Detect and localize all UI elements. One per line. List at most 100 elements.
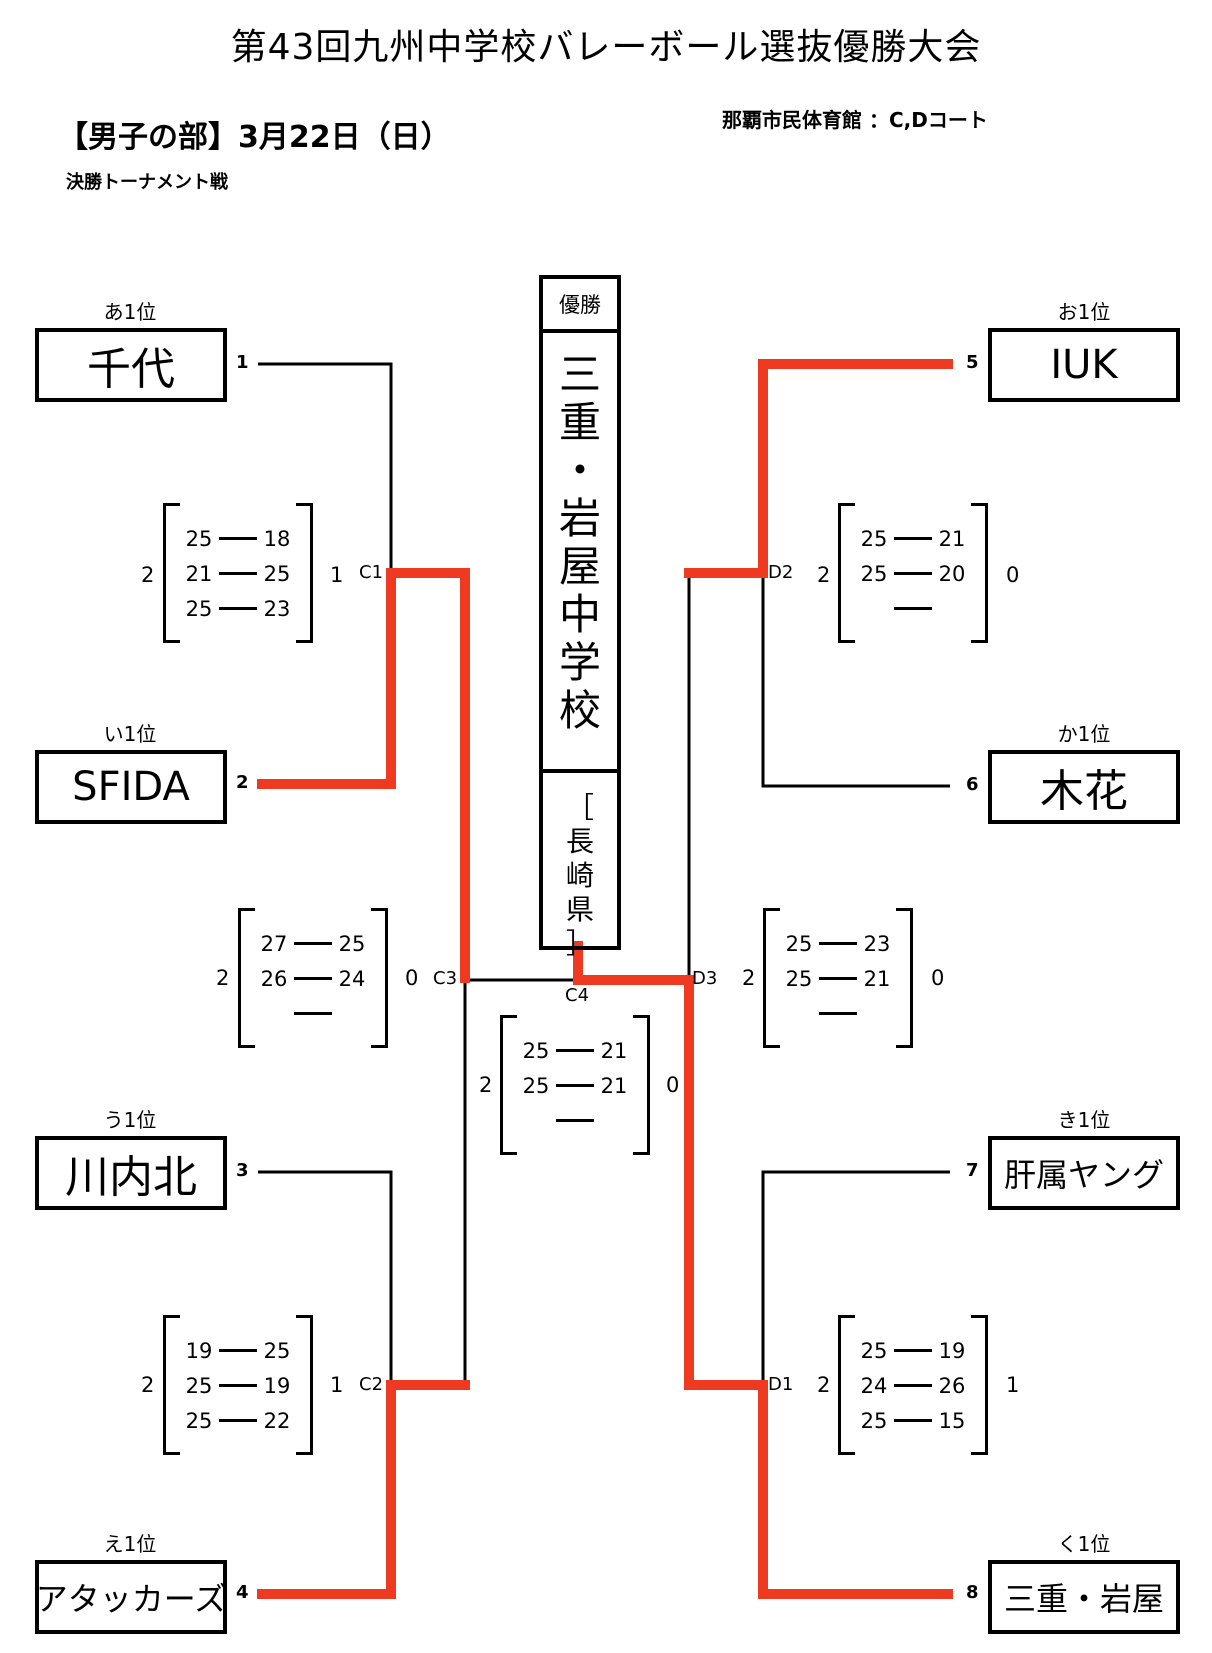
team-seed: い1位 — [103, 722, 157, 746]
champion-char: 岩 — [558, 494, 601, 543]
champion-char: 中 — [558, 590, 601, 639]
sets-won-right: 0 — [666, 1073, 680, 1097]
sets-won-left: 2 — [817, 1373, 831, 1397]
line-team7 — [761, 1170, 950, 1385]
slot-number: 6 — [966, 774, 979, 795]
slot-number: 4 — [236, 1582, 249, 1603]
champion-box: 優勝 三 重 ・ 岩 屋 中 学 校 ［ 長 崎 県 ］ — [539, 275, 621, 960]
champion-char: 屋 — [558, 542, 601, 591]
slot-number: 8 — [966, 1582, 979, 1603]
team-name: アタッカーズ — [35, 1580, 227, 1618]
set-points-right: 21 — [600, 1038, 628, 1063]
set-points-left: 25 — [860, 1338, 888, 1363]
set-dash — [294, 1012, 332, 1015]
set-score: 26 24 — [256, 961, 370, 996]
team-name: 三重・岩屋 — [1003, 1580, 1164, 1618]
team-name: 木花 — [1040, 766, 1128, 817]
line-team3 — [258, 1170, 393, 1385]
set-dash — [219, 572, 257, 575]
champion-char: 重 — [558, 398, 601, 447]
sets-won-left: 2 — [817, 563, 831, 587]
team-box: 肝属ヤング — [988, 1136, 1180, 1210]
winner-path-iuk — [684, 359, 953, 578]
set-dash — [556, 1049, 594, 1052]
sets-won-left: 2 — [141, 563, 155, 587]
set-points-left: 25 — [860, 561, 888, 586]
tournament-title: 第43回九州中学校バレーボール選抜優勝大会 — [230, 27, 982, 68]
set-points-left: 26 — [260, 966, 288, 991]
champion-char: 学 — [558, 638, 601, 687]
line-team1 — [258, 362, 393, 573]
set-points-left: 25 — [860, 526, 888, 551]
team-box: 三重・岩屋 — [988, 1560, 1180, 1634]
set-points-left: 24 — [860, 1373, 888, 1398]
prefecture-char: 長 — [565, 825, 594, 858]
match-code: D3 — [692, 968, 718, 989]
sets-won-right: 0 — [405, 966, 419, 990]
venue-label: 那覇市民体育館 ：C,Dコート — [722, 108, 988, 132]
set-points-right: 19 — [938, 1338, 966, 1363]
set-dash — [894, 572, 932, 575]
team-seed: え1位 — [103, 1532, 157, 1556]
sets-won-left: 2 — [479, 1073, 493, 1097]
bracket-left — [838, 1315, 855, 1455]
set-dash — [219, 537, 257, 540]
set-dash — [819, 977, 857, 980]
set-points-left: 25 — [185, 526, 213, 551]
champion-label: 優勝 — [543, 279, 617, 333]
set-dash — [894, 1349, 932, 1352]
team-name: 肝属ヤング — [1003, 1156, 1164, 1194]
set-dash — [219, 1349, 257, 1352]
set-dash — [219, 1384, 257, 1387]
set-points-left: 25 — [860, 1408, 888, 1433]
set-dash — [819, 1012, 857, 1015]
set-dash — [556, 1084, 594, 1087]
set-points-left: 27 — [260, 931, 288, 956]
set-dash — [894, 1419, 932, 1422]
set-points-right: 25 — [263, 1338, 291, 1363]
division-date: 【男子の部】3月22日（日） — [58, 120, 451, 155]
team-box: 木花 — [988, 750, 1180, 824]
match-code: C4 — [565, 985, 590, 1006]
set-points-right: 24 — [338, 966, 366, 991]
set-points-left: 25 — [785, 931, 813, 956]
sets-won-left: 2 — [742, 966, 756, 990]
team-seed: き1位 — [1057, 1108, 1111, 1132]
set-points-right: 15 — [938, 1408, 966, 1433]
set-score — [256, 996, 370, 1031]
bracket-right — [896, 908, 913, 1048]
champion-char: 校 — [558, 686, 601, 735]
slot-number: 1 — [236, 352, 249, 373]
team-seed: か1位 — [1057, 722, 1111, 746]
match-code: D1 — [768, 1374, 794, 1395]
team-seed: く1位 — [1057, 1532, 1111, 1556]
set-dash — [819, 942, 857, 945]
bracket-right — [296, 1315, 313, 1455]
set-score: 25 19 — [856, 1333, 970, 1368]
bracket-right — [971, 1315, 988, 1455]
sets-won-right: 0 — [931, 966, 945, 990]
set-dash — [219, 1419, 257, 1422]
set-points-right: 23 — [263, 596, 291, 621]
bracket-right — [971, 503, 988, 643]
set-points-right: 22 — [263, 1408, 291, 1433]
team-name: SFIDA — [72, 764, 190, 810]
bracket-left — [238, 908, 255, 1048]
set-points-right: 19 — [263, 1373, 291, 1398]
team-box: IUK — [988, 328, 1180, 402]
bracket-right — [371, 908, 388, 1048]
